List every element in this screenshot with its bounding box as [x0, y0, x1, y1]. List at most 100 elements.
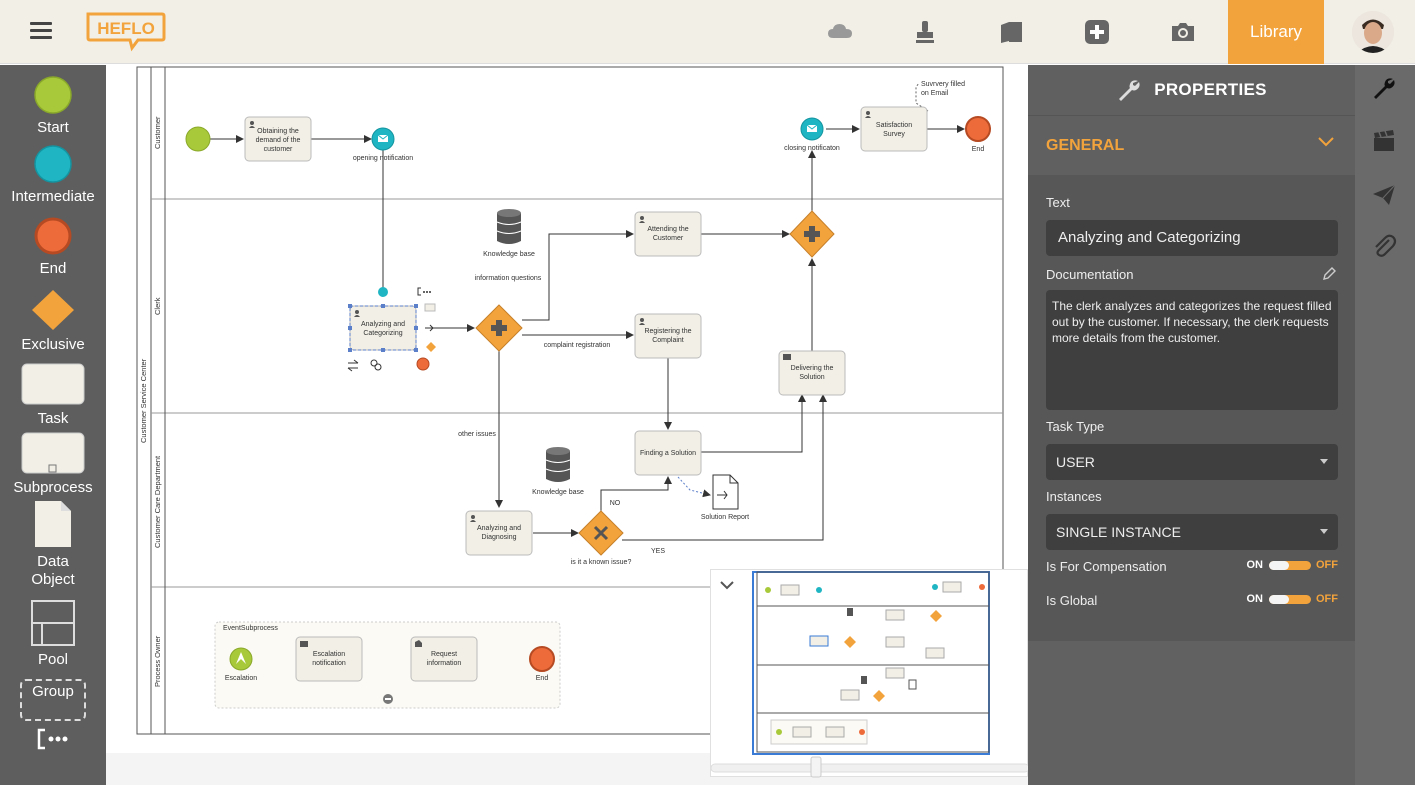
- instances-select[interactable]: SINGLE INSTANCE: [1046, 514, 1338, 550]
- toggle-track[interactable]: [1269, 560, 1311, 570]
- parallel-gateway-join[interactable]: [789, 210, 835, 258]
- library-button[interactable]: Library: [1228, 0, 1324, 64]
- instances-value: SINGLE INSTANCE: [1056, 524, 1181, 540]
- svg-text:Solution Report: Solution Report: [701, 514, 749, 521]
- task-registering-complaint[interactable]: Registering the Complaint: [634, 313, 702, 359]
- palette-exclusive-gateway[interactable]: Exclusive: [0, 288, 106, 354]
- global-label: Is Global: [1046, 593, 1098, 608]
- chevron-down-icon[interactable]: [1317, 136, 1335, 148]
- toggle-track[interactable]: [1269, 594, 1311, 604]
- knowledge-base-store[interactable]: Knowledge base: [483, 209, 535, 258]
- exclusive-gateway-known-issue[interactable]: is it a known issue?: [571, 510, 632, 566]
- palette-end-event[interactable]: End: [0, 216, 106, 278]
- svg-text:closing notificaton: closing notificaton: [784, 145, 840, 152]
- svg-text:Request: Request: [431, 651, 457, 658]
- parallel-gateway-split[interactable]: [475, 304, 523, 352]
- task-escalation-notification[interactable]: Escalation notification: [295, 636, 363, 682]
- add-icon[interactable]: [1083, 18, 1111, 46]
- svg-text:Delivering the: Delivering the: [791, 365, 834, 372]
- documentation-field[interactable]: The clerk analyzes and categorizes the r…: [1046, 290, 1338, 410]
- palette-task[interactable]: Task: [0, 362, 106, 428]
- label-information-questions: information questions: [475, 275, 542, 282]
- hamburger-menu-icon[interactable]: [30, 22, 52, 40]
- task-analyzing-diagnosing[interactable]: Analyzing and Diagnosing: [465, 510, 533, 556]
- palette-data-object-label-2: Object: [31, 571, 75, 588]
- clapperboard-icon[interactable]: [1371, 128, 1397, 154]
- svg-text:End: End: [536, 675, 549, 682]
- svg-text:Knowledge base: Knowledge base: [483, 251, 535, 258]
- start-event[interactable]: [185, 126, 211, 152]
- connection-handle[interactable]: [378, 287, 388, 297]
- camera-icon[interactable]: [1169, 18, 1197, 46]
- heflo-logo[interactable]: HEFLO: [86, 12, 166, 52]
- stamp-icon[interactable]: [911, 18, 939, 46]
- annotation-icon: [37, 728, 68, 750]
- compensation-toggle[interactable]: ON OFF: [1247, 559, 1339, 571]
- task-attending-customer[interactable]: Attending the Customer: [634, 211, 702, 257]
- svg-text:customer: customer: [264, 146, 293, 153]
- label-complaint-registration: complaint registration: [544, 342, 611, 349]
- end-event-icon: [34, 217, 72, 255]
- group-shape-icon: Group: [20, 679, 86, 721]
- pool-shape-icon: [31, 600, 75, 646]
- lane-label-owner: Process Owner: [153, 635, 162, 687]
- svg-text:Escalation: Escalation: [313, 651, 345, 658]
- palette-start-event[interactable]: Start: [0, 75, 106, 137]
- task-type-label: Task Type: [1046, 419, 1105, 434]
- palette-start-label: Start: [37, 119, 69, 136]
- palette-data-object-label-1: Data: [37, 553, 69, 570]
- wrench-icon: [1119, 80, 1140, 101]
- folder-icon[interactable]: [997, 18, 1025, 46]
- paperclip-icon[interactable]: [1371, 233, 1397, 259]
- svg-text:opening notification: opening notification: [353, 155, 413, 162]
- data-object-solution-report[interactable]: Solution Report: [701, 474, 749, 521]
- palette-intermediate-event[interactable]: Intermediate: [0, 144, 106, 206]
- cloud-icon[interactable]: [826, 18, 854, 46]
- lane-label-care: Customer Care Department: [153, 455, 162, 548]
- intermediate-event-icon: [34, 145, 72, 183]
- task-delivering-solution[interactable]: Delivering the Solution: [778, 350, 846, 396]
- palette-subprocess[interactable]: Subprocess: [0, 431, 106, 497]
- user-avatar[interactable]: [1352, 11, 1394, 53]
- context-pad[interactable]: [347, 287, 436, 372]
- minimap-collapse-icon[interactable]: [720, 581, 734, 590]
- logo-text: HEFLO: [97, 19, 155, 38]
- palette-data-object[interactable]: Data Object: [0, 499, 106, 589]
- send-icon[interactable]: [1371, 182, 1397, 208]
- lane-label-customer: Customer: [153, 116, 162, 149]
- top-bar: HEFLO Library: [0, 0, 1415, 64]
- palette-pool[interactable]: Pool: [0, 599, 106, 669]
- label-no: NO: [610, 500, 621, 507]
- task-finding-solution[interactable]: Finding a Solution: [634, 430, 702, 476]
- task-satisfaction-survey[interactable]: Satisfaction Survey: [860, 106, 928, 152]
- svg-text:Escalation: Escalation: [225, 675, 257, 682]
- knowledge-base-store-2[interactable]: Knowledge base: [532, 447, 584, 496]
- end-event-customer[interactable]: End: [965, 116, 991, 153]
- annotation-survey[interactable]: Suvrvery filled on Email: [921, 81, 965, 97]
- task-request-information[interactable]: Request information: [410, 636, 478, 682]
- wrench-icon[interactable]: [1371, 75, 1397, 101]
- select-caret-icon: [1320, 529, 1328, 534]
- palette-group[interactable]: Group: [0, 679, 106, 721]
- minimap[interactable]: [710, 569, 1030, 778]
- end-event-escalation[interactable]: End: [529, 646, 555, 682]
- event-subprocess[interactable]: EventSubprocess: [214, 621, 561, 709]
- closing-notification-event[interactable]: closing notificaton: [784, 117, 840, 152]
- task-type-select[interactable]: USER: [1046, 444, 1338, 480]
- opening-notification-event[interactable]: opening notification: [353, 127, 413, 162]
- text-field[interactable]: Analyzing and Categorizing: [1046, 220, 1338, 256]
- pencil-icon[interactable]: [1322, 266, 1337, 281]
- svg-text:Categorizing: Categorizing: [363, 330, 402, 337]
- task-obtaining-demand[interactable]: Obtaining the demand of the customer: [244, 116, 312, 162]
- palette-annotation[interactable]: [0, 727, 106, 755]
- svg-text:Finding a Solution: Finding a Solution: [640, 450, 696, 457]
- task-analyzing-categorizing[interactable]: Analyzing and Categorizing: [348, 304, 418, 352]
- exclusive-gateway-icon: [32, 290, 74, 330]
- svg-text:End: End: [972, 146, 985, 153]
- general-section-header[interactable]: GENERAL: [1028, 115, 1355, 175]
- task-shape-icon: [21, 363, 85, 405]
- escalation-start-event[interactable]: Escalation: [225, 647, 257, 682]
- global-toggle[interactable]: ON OFF: [1247, 593, 1339, 605]
- svg-text:Analyzing and: Analyzing and: [477, 525, 521, 532]
- start-event-icon: [34, 76, 72, 114]
